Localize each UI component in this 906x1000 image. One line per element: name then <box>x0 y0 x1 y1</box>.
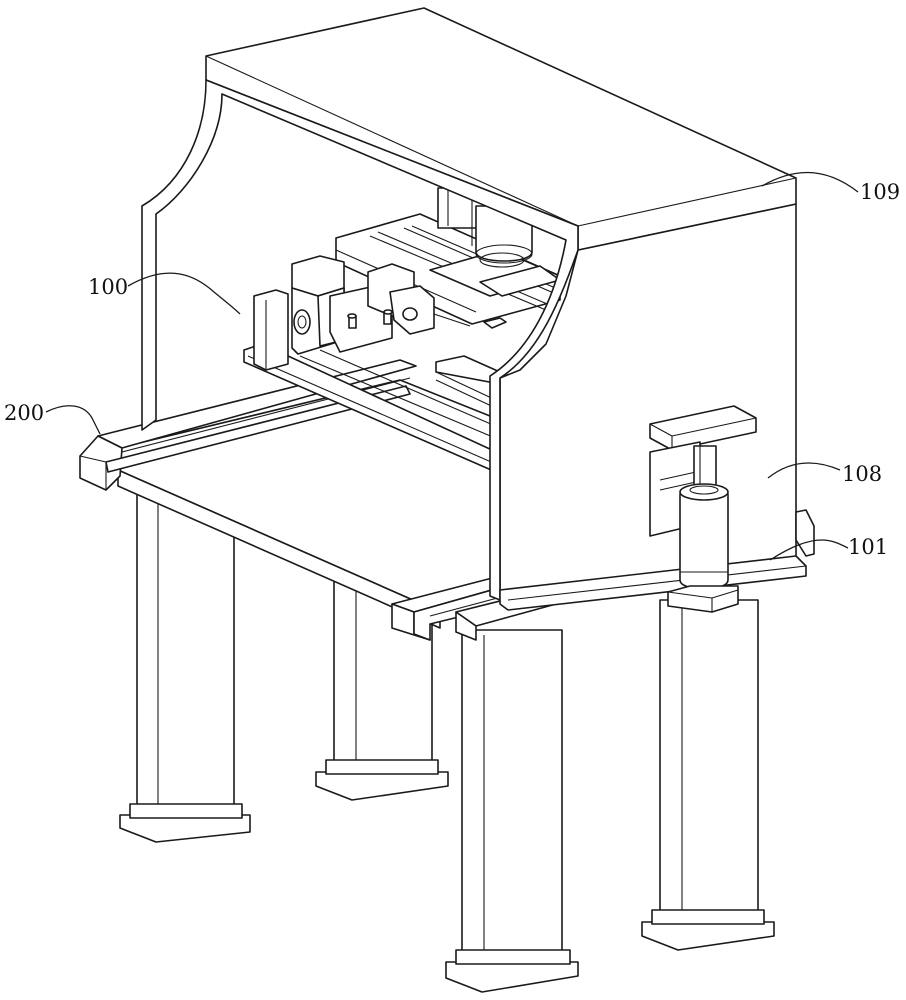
label-200: 200 <box>4 401 44 425</box>
tool-carriage <box>253 255 507 371</box>
label-101: 101 <box>848 535 888 559</box>
callout-200: 200 <box>4 401 101 435</box>
left-front-leg <box>119 489 251 843</box>
housing-right-side <box>499 203 797 601</box>
callout-101: 101 <box>769 535 888 561</box>
callout-108: 108 <box>767 462 882 486</box>
callout-109: 109 <box>761 171 900 204</box>
housing-base-plate-101 <box>499 509 815 611</box>
inner-guide-rails <box>299 213 561 441</box>
label-109: 109 <box>860 180 900 204</box>
label-100: 100 <box>88 275 128 299</box>
right-front-leg <box>445 629 579 993</box>
right-rear-leg <box>641 599 775 951</box>
label-108: 108 <box>842 462 882 486</box>
housing-top-and-left <box>141 7 797 601</box>
side-clamp-cylinder <box>649 405 757 613</box>
callout-100: 100 <box>88 272 241 315</box>
